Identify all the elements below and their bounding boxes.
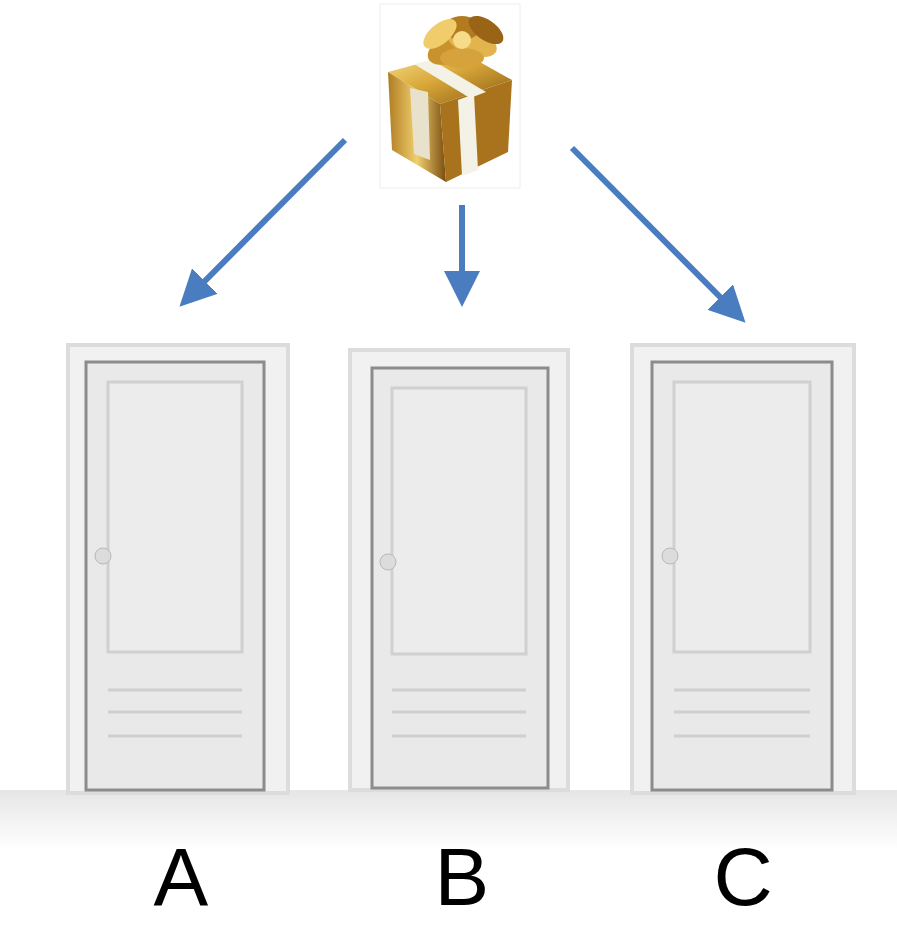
door [350,350,568,790]
gift-bow [418,10,508,71]
door [632,345,854,793]
arrow-to-a [190,140,345,296]
door-label: A [154,836,209,918]
gift-box [380,4,520,188]
arrows [190,140,735,312]
arrow-to-c [572,148,735,312]
door-label: C [714,836,773,918]
arrow-to-b [459,205,465,292]
door [68,345,288,793]
door-label: B [435,836,490,918]
